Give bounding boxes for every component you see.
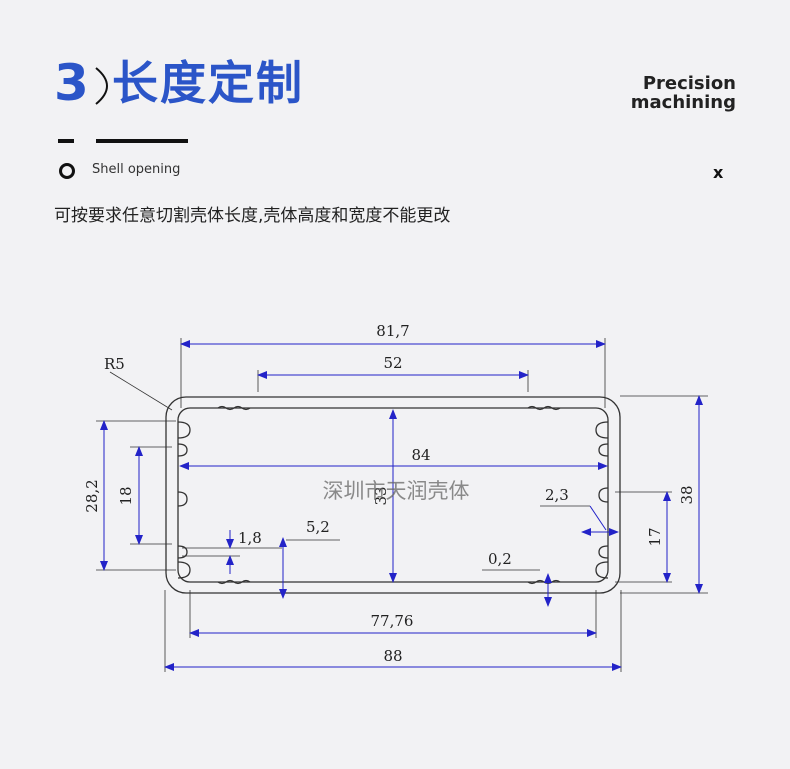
dim-overall-width-top: 81,7 — [376, 322, 409, 340]
dim-left-height: 28,2 — [83, 479, 101, 512]
dimension-lines — [100, 340, 703, 671]
english-heading-line1: Precision — [642, 73, 736, 94]
close-icon[interactable]: x — [713, 163, 724, 182]
dim-bottom-width: 77,76 — [371, 612, 414, 630]
dim-slot-2: 5,2 — [306, 518, 330, 536]
watermark: 深圳市天润壳体 — [323, 479, 470, 503]
section-number: 3 — [54, 54, 89, 112]
dim-overall-height: 38 — [678, 485, 696, 504]
divider-short — [58, 139, 74, 143]
dim-overall-width: 88 — [383, 647, 402, 665]
english-heading: Precision machining — [631, 74, 736, 112]
dim-center-height: 33 — [372, 486, 390, 505]
section-bracket-icon — [95, 67, 108, 105]
dim-thickness-bottom: 0,2 — [488, 550, 512, 568]
page-title: 长度定制 — [112, 56, 304, 110]
dim-slot-width: 52 — [383, 354, 402, 372]
circle-bullet-icon — [59, 163, 75, 179]
divider-long — [96, 139, 188, 143]
dim-thickness-right: 2,3 — [545, 486, 569, 504]
dim-inner-width: 84 — [411, 446, 430, 464]
dim-right-height: 17 — [646, 527, 664, 546]
english-heading-line2: machining — [630, 92, 736, 113]
description-text: 可按要求任意切割壳体长度,壳体高度和宽度不能更改 — [54, 206, 451, 226]
section-subtitle: Shell opening — [92, 162, 181, 177]
dim-slot-1: 1,8 — [238, 529, 262, 547]
dim-radius: R5 — [104, 355, 125, 373]
dim-left-inner-height: 18 — [117, 486, 135, 505]
profile-outline — [165, 396, 621, 594]
